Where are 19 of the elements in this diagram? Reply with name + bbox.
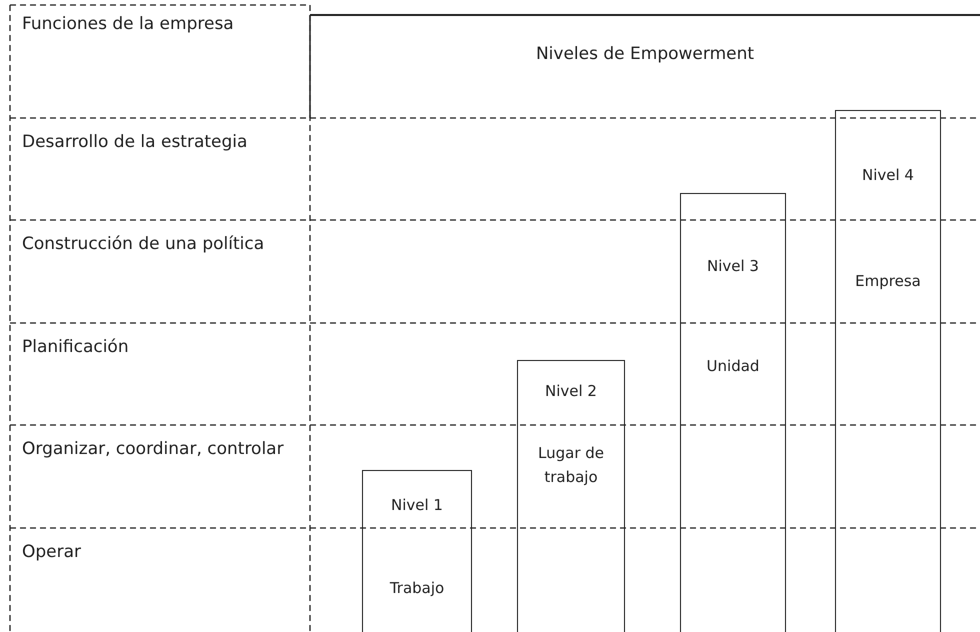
- level-scope: Lugar de trabajo: [537, 443, 605, 488]
- level-title: Nivel 2: [544, 381, 598, 402]
- level-title: Nivel 4: [861, 165, 915, 186]
- level-bar: [835, 110, 941, 632]
- level-scope: Empresa: [854, 271, 922, 292]
- level-scope: Unidad: [706, 356, 760, 377]
- column-header: Funciones de la empresa: [22, 13, 235, 36]
- level-title: Nivel 3: [706, 256, 760, 277]
- row-label: Desarrollo de la estrategia: [22, 131, 248, 154]
- level-bar: [517, 360, 625, 632]
- level-title: Nivel 1: [390, 495, 444, 516]
- row-label: Operar: [22, 541, 82, 564]
- level-scope: Trabajo: [388, 578, 446, 599]
- row-label: Organizar, coordinar, controlar: [22, 438, 285, 461]
- column-header: Niveles de Empowerment: [534, 43, 756, 66]
- row-label: Construcción de una política: [22, 233, 266, 256]
- row-label: Planificación: [22, 336, 130, 359]
- level-bar: [680, 193, 786, 632]
- level-bar: [362, 470, 472, 632]
